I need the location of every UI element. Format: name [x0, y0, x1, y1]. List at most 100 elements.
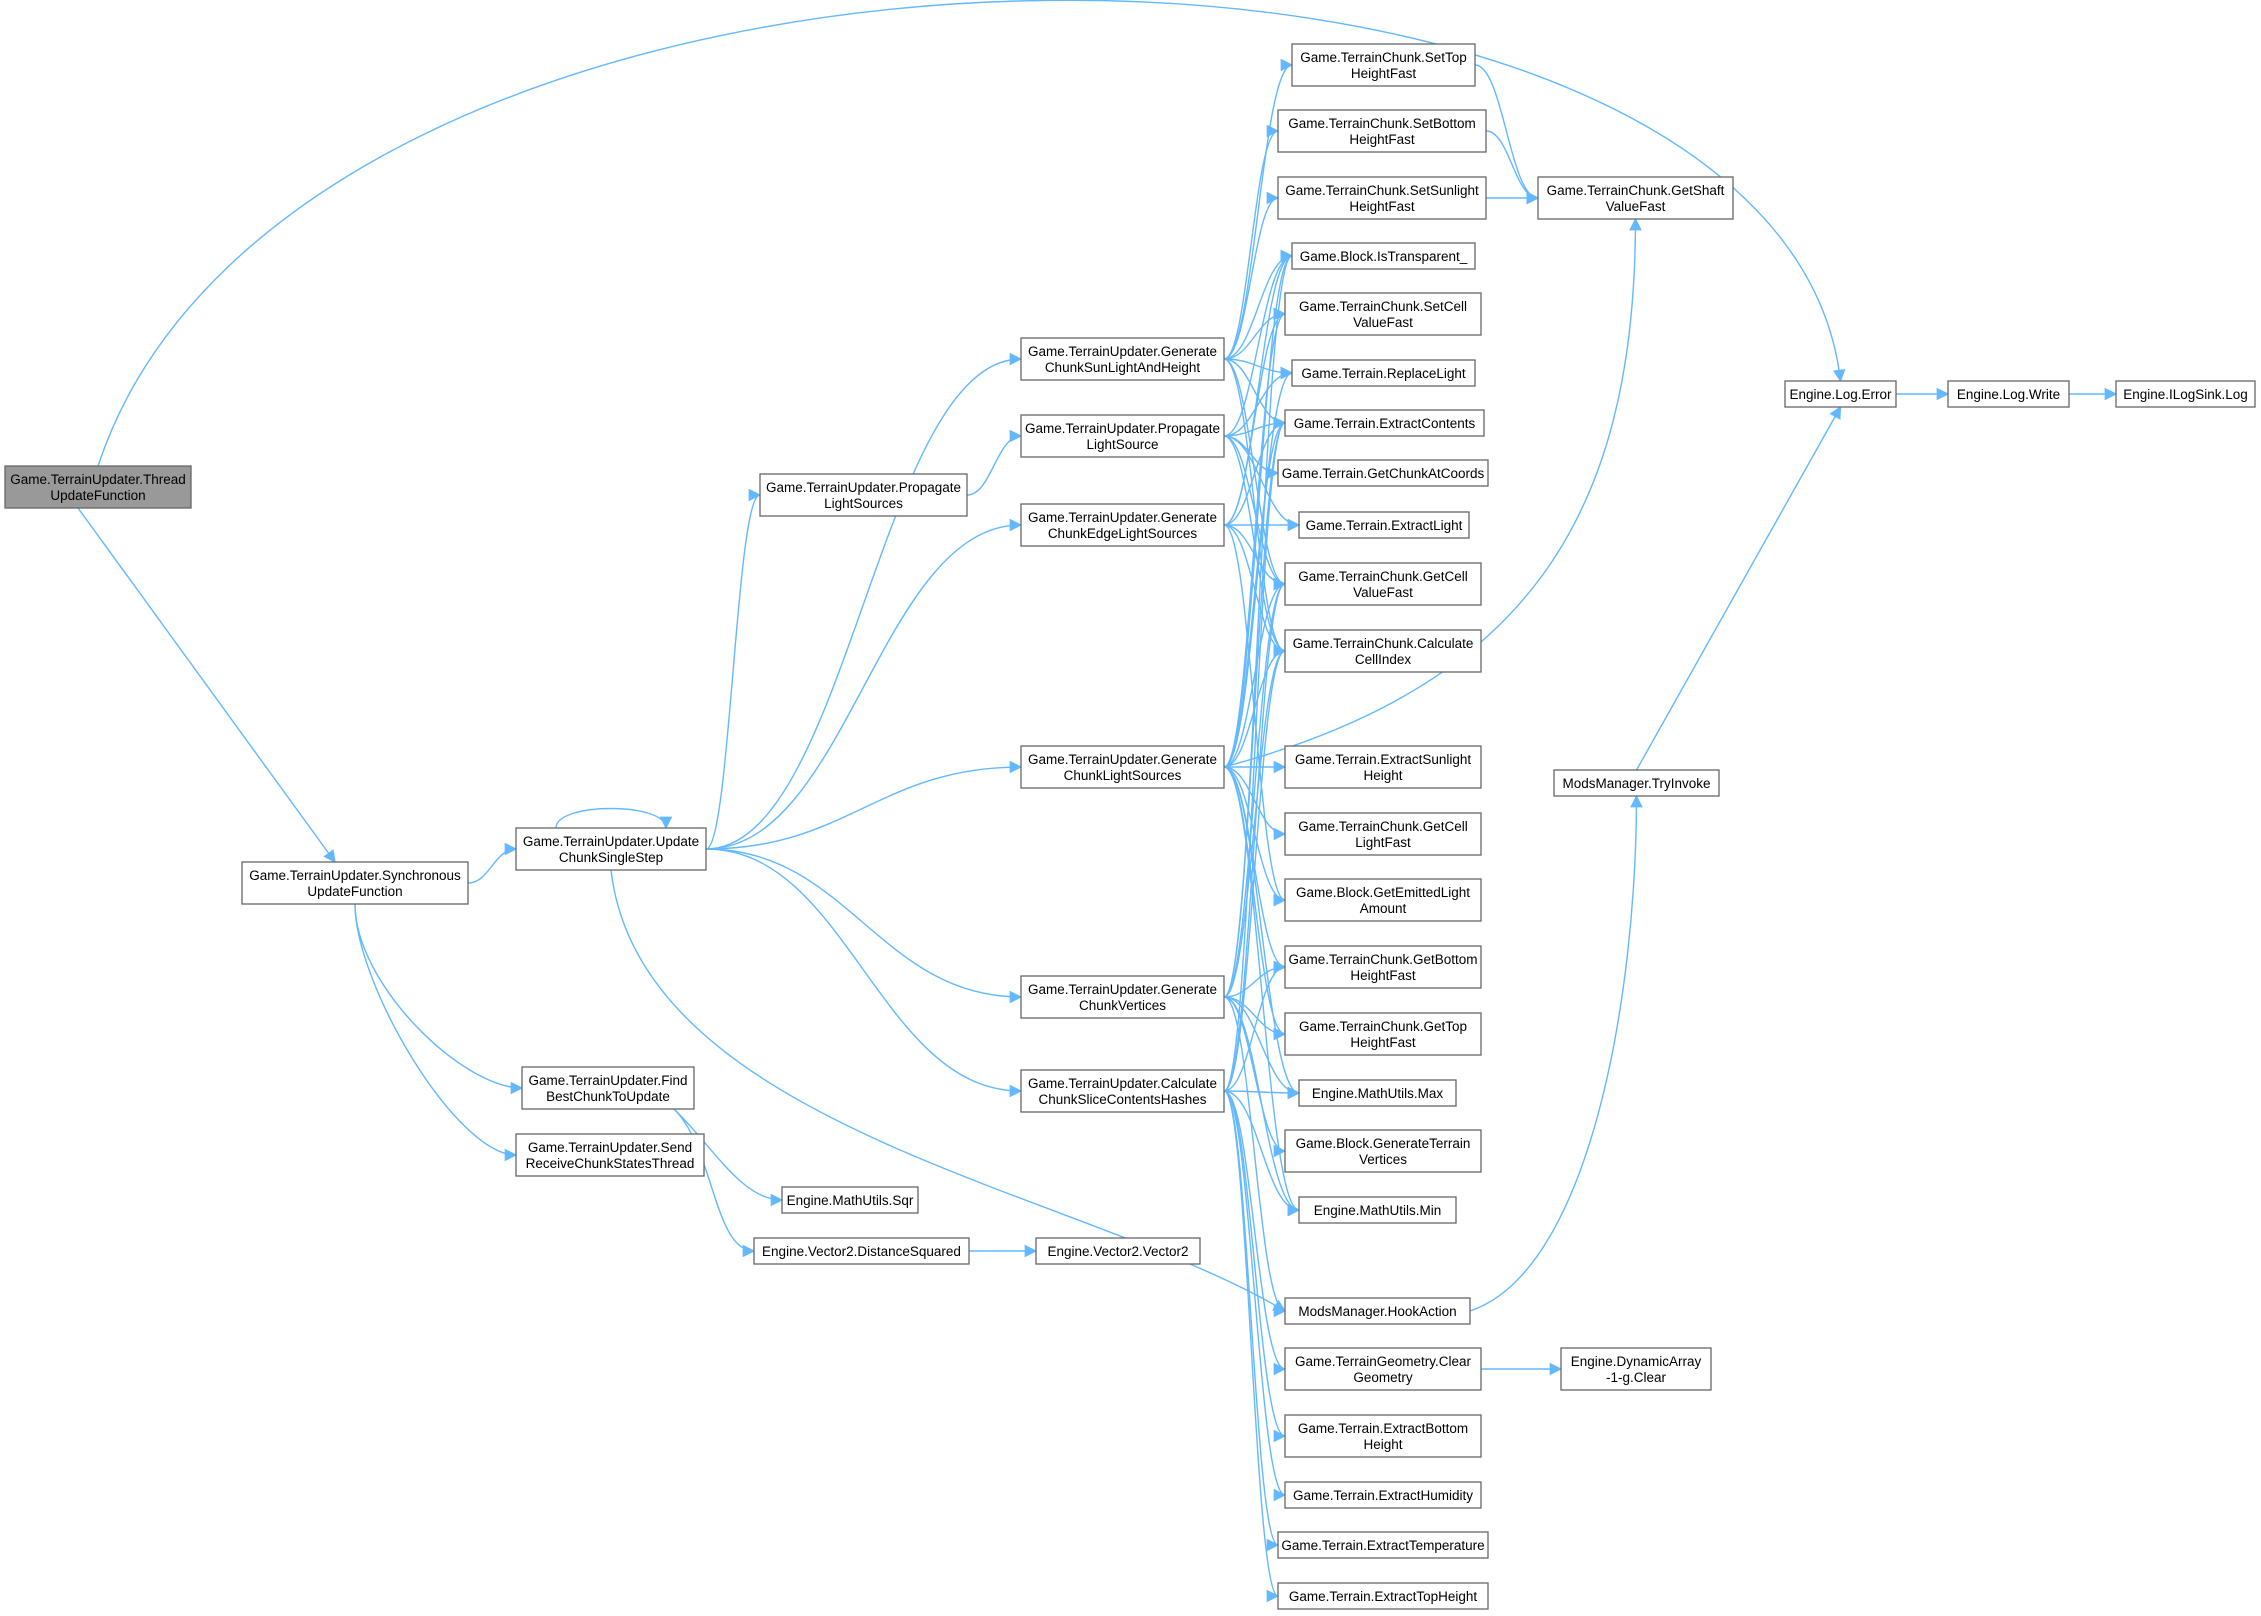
node-box[interactable]	[1277, 1582, 1489, 1610]
node-update-chunk[interactable]: Game.TerrainUpdater.UpdateChunkSingleSte…	[515, 827, 707, 871]
node-box[interactable]	[521, 1066, 695, 1110]
node-box[interactable]	[241, 861, 469, 905]
node-label-line: UpdateFunction	[50, 488, 145, 503]
node-sync-update[interactable]: Game.TerrainUpdater.SynchronousUpdateFun…	[241, 861, 469, 905]
node-box[interactable]	[759, 473, 968, 517]
node-calc-hashes[interactable]: Game.TerrainUpdater.CalculateChunkSliceC…	[1020, 1069, 1225, 1113]
node-gen-light-sources[interactable]: Game.TerrainUpdater.GenerateChunkLightSo…	[1020, 745, 1225, 789]
node-propagate-sources[interactable]: Game.TerrainUpdater.PropagateLightSource…	[759, 473, 968, 517]
node-ilogsink[interactable]: Engine.ILogSink.Log	[2115, 380, 2256, 408]
edge-line	[1223, 124, 1280, 360]
node-box[interactable]	[1291, 43, 1476, 87]
node-box[interactable]	[1284, 409, 1485, 437]
node-box[interactable]	[1284, 812, 1482, 856]
node-box[interactable]	[1020, 1069, 1225, 1113]
node-log-error[interactable]: Engine.Log.Error	[1784, 380, 1897, 408]
node-box[interactable]	[1277, 1531, 1489, 1559]
edge-find_best-to-mathutils_sqr	[673, 1108, 784, 1207]
node-try-invoke[interactable]: ModsManager.TryInvoke	[1553, 769, 1720, 797]
node-label-line: ChunkLightSources	[1064, 768, 1182, 783]
node-box[interactable]	[1020, 503, 1225, 547]
node-send-receive[interactable]: Game.TerrainUpdater.SendReceiveChunkStat…	[515, 1133, 705, 1177]
node-box[interactable]	[1284, 1297, 1471, 1325]
node-find-best[interactable]: Game.TerrainUpdater.FindBestChunkToUpdat…	[521, 1066, 695, 1110]
node-box[interactable]	[1284, 292, 1482, 336]
node-gen-edge[interactable]: Game.TerrainUpdater.GenerateChunkEdgeLig…	[1020, 503, 1225, 547]
node-get-chunk-at[interactable]: Game.Terrain.GetChunkAtCoords	[1277, 459, 1489, 487]
node-box[interactable]	[1284, 1347, 1482, 1391]
node-box[interactable]	[1284, 745, 1482, 789]
edge-gen_light_sources-to-get_cell_value	[1223, 577, 1287, 768]
node-box[interactable]	[1553, 769, 1720, 797]
node-log-write[interactable]: Engine.Log.Write	[1947, 380, 2070, 408]
node-box[interactable]	[1277, 109, 1487, 153]
edge-calc_hashes-to-calc_cell_index	[1223, 644, 1287, 1092]
node-box[interactable]	[4, 465, 192, 509]
node-box[interactable]	[1947, 380, 2070, 408]
node-box[interactable]	[515, 1133, 705, 1177]
node-replace-light[interactable]: Game.Terrain.ReplaceLight	[1291, 359, 1476, 387]
node-box[interactable]	[1284, 1012, 1482, 1056]
node-box[interactable]	[1284, 878, 1482, 922]
node-math-max[interactable]: Engine.MathUtils.Max	[1298, 1079, 1457, 1107]
node-extract-light[interactable]: Game.Terrain.ExtractLight	[1298, 511, 1470, 539]
node-box[interactable]	[1537, 176, 1734, 220]
node-box[interactable]	[1298, 1079, 1457, 1107]
node-box[interactable]	[1284, 1129, 1482, 1173]
node-box[interactable]	[1277, 176, 1487, 220]
node-box[interactable]	[1284, 629, 1482, 673]
node-box[interactable]	[781, 1186, 919, 1214]
node-box[interactable]	[1284, 1414, 1482, 1458]
node-box[interactable]	[2115, 380, 2256, 408]
node-box[interactable]	[1284, 1481, 1482, 1509]
node-box[interactable]	[1784, 380, 1897, 408]
node-vector2[interactable]: Engine.Vector2.Vector2	[1035, 1237, 1201, 1265]
node-box[interactable]	[1035, 1237, 1201, 1265]
node-math-min[interactable]: Engine.MathUtils.Min	[1298, 1196, 1457, 1224]
node-extract-top[interactable]: Game.Terrain.ExtractTopHeight	[1277, 1582, 1489, 1610]
node-gen-vertices[interactable]: Game.TerrainUpdater.GenerateChunkVertice…	[1020, 975, 1225, 1019]
node-box[interactable]	[753, 1237, 970, 1265]
node-hook-action[interactable]: ModsManager.HookAction	[1284, 1297, 1471, 1325]
node-box[interactable]	[1298, 1196, 1457, 1224]
node-box[interactable]	[1284, 945, 1482, 989]
node-box[interactable]	[515, 827, 707, 871]
node-box[interactable]	[1020, 337, 1225, 381]
node-extract-humidity[interactable]: Game.Terrain.ExtractHumidity	[1284, 1481, 1482, 1509]
node-dynamic-clear[interactable]: Engine.DynamicArray-1-g.Clear	[1560, 1347, 1712, 1391]
node-box[interactable]	[1298, 511, 1470, 539]
node-box[interactable]	[1560, 1347, 1712, 1391]
node-box[interactable]	[1020, 975, 1225, 1019]
node-extract-contents[interactable]: Game.Terrain.ExtractContents	[1284, 409, 1485, 437]
node-extract-temperature[interactable]: Game.Terrain.ExtractTemperature	[1277, 1531, 1489, 1559]
node-is-transparent[interactable]: Game.Block.IsTransparent_	[1291, 242, 1476, 270]
edge-update_chunk-to-propagate_sources	[705, 488, 762, 850]
edge-hook_action-to-try_invoke	[1469, 794, 1643, 1312]
node-box[interactable]	[1020, 745, 1225, 789]
node-box[interactable]	[1020, 414, 1225, 458]
node-gen-sunlight[interactable]: Game.TerrainUpdater.GenerateChunkSunLigh…	[1020, 337, 1225, 381]
node-mathutils-sqr[interactable]: Engine.MathUtils.Sqr	[781, 1186, 919, 1214]
node-distance-squared[interactable]: Engine.Vector2.DistanceSquared	[753, 1237, 970, 1265]
node-box[interactable]	[1291, 242, 1476, 270]
node-box[interactable]	[1284, 562, 1482, 606]
node-box[interactable]	[1277, 459, 1489, 487]
node-box[interactable]	[1291, 359, 1476, 387]
